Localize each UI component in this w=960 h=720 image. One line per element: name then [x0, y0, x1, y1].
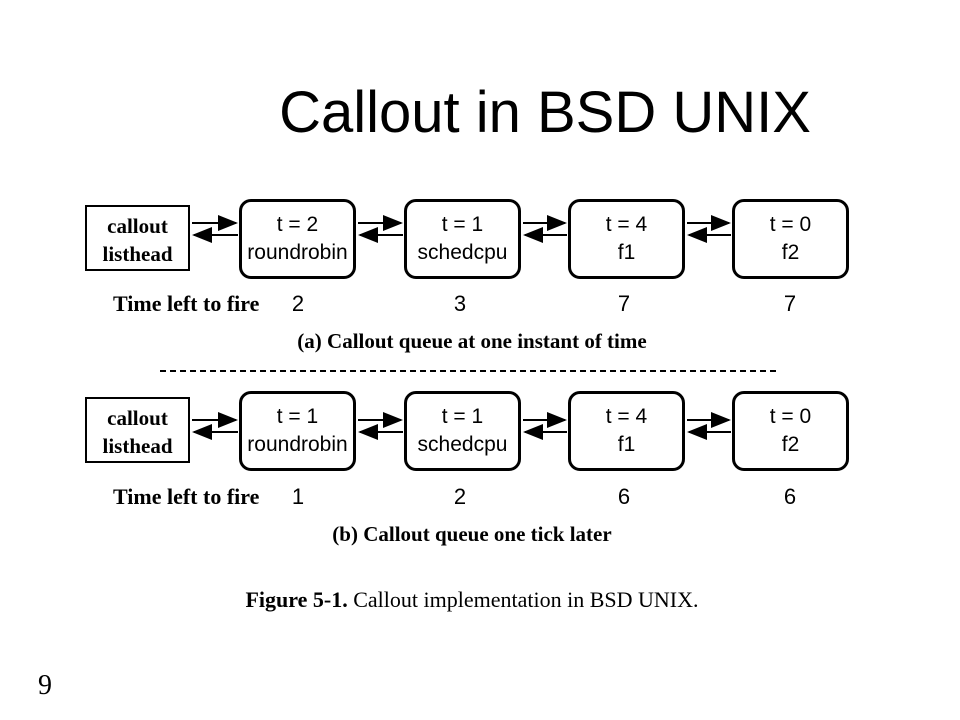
time-left-label-b: Time left to fire	[113, 484, 260, 509]
divider	[160, 370, 776, 372]
callout-node-a-1: t = 2 roundrobin	[239, 199, 356, 279]
time-left-value: 6	[783, 484, 797, 509]
time-left-value: 2	[291, 291, 305, 316]
time-left-value: 7	[617, 291, 631, 316]
node-time: t = 2	[276, 213, 319, 236]
node-time: t = 4	[605, 213, 648, 236]
node-function: f2	[781, 433, 800, 456]
time-left-value: 6	[617, 484, 631, 509]
callout-node-b-4: t = 0 f2	[732, 391, 849, 471]
time-left-label-a: Time left to fire	[113, 291, 260, 316]
node-time: t = 0	[769, 405, 812, 428]
callout-listhead-a: callout listhead	[85, 205, 190, 271]
time-left-value: 7	[783, 291, 797, 316]
figure-caption-text: Callout implementation in BSD UNIX.	[347, 587, 699, 612]
callout-figure: callout listhead t = 2 roundrobin t = 1 …	[62, 183, 882, 628]
caption-a: (a) Callout queue at one instant of time	[297, 329, 647, 353]
caption-b: (b) Callout queue one tick later	[332, 522, 612, 546]
figure-caption: Figure 5-1. Callout implementation in BS…	[62, 587, 882, 613]
time-left-value: 3	[453, 291, 467, 316]
callout-node-a-4: t = 0 f2	[732, 199, 849, 279]
node-function: f1	[617, 241, 636, 264]
callout-node-b-1: t = 1 roundrobin	[239, 391, 356, 471]
callout-listhead-b: callout listhead	[85, 397, 190, 463]
callout-node-b-3: t = 4 f1	[568, 391, 685, 471]
figure-number: Figure 5-1.	[245, 587, 348, 612]
node-time: t = 4	[605, 405, 648, 428]
node-function: schedcpu	[417, 241, 508, 264]
node-time: t = 1	[441, 405, 484, 428]
node-function: roundrobin	[247, 241, 348, 264]
callout-node-a-3: t = 4 f1	[568, 199, 685, 279]
node-function: roundrobin	[247, 433, 348, 456]
node-time: t = 1	[441, 213, 484, 236]
time-left-value: 2	[453, 484, 467, 509]
node-time: t = 0	[769, 213, 812, 236]
slide-number: 9	[38, 670, 52, 701]
node-function: f2	[781, 241, 800, 264]
node-time: t = 1	[276, 405, 319, 428]
time-left-value: 1	[291, 484, 305, 509]
slide-title: Callout in BSD UNIX	[279, 80, 811, 145]
node-function: schedcpu	[417, 433, 508, 456]
node-function: f1	[617, 433, 636, 456]
listhead-line2: listhead	[102, 434, 173, 458]
link-arrows	[192, 215, 731, 440]
listhead-line1: callout	[107, 214, 168, 238]
callout-node-b-2: t = 1 schedcpu	[404, 391, 521, 471]
listhead-line2: listhead	[102, 242, 173, 266]
listhead-line1: callout	[107, 406, 168, 430]
callout-node-a-2: t = 1 schedcpu	[404, 199, 521, 279]
